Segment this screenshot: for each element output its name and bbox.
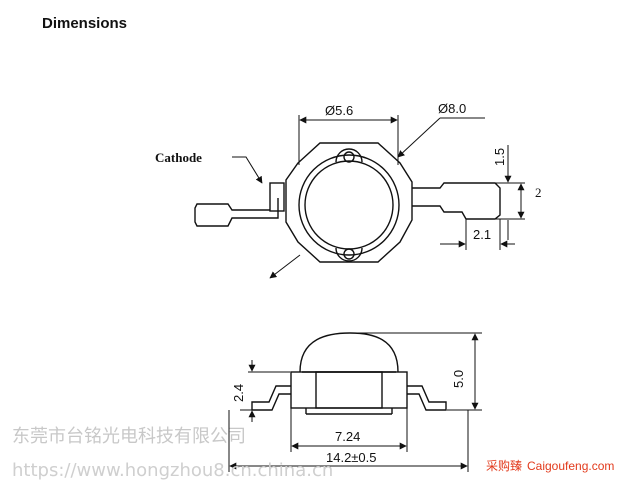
- bottom-notch: [335, 247, 363, 262]
- page-title: Dimensions: [42, 15, 128, 32]
- side-left-lead: [251, 385, 291, 411]
- dome: [299, 332, 399, 373]
- body-outline: [285, 142, 413, 263]
- total-height-label: 5.0: [451, 370, 466, 388]
- total-width-label: 14.2±0.5: [326, 450, 377, 465]
- brand-watermark-cn: 采购臻: [486, 458, 522, 473]
- lead-thickness-label: 1.5: [492, 148, 507, 166]
- top-notch-dot: [343, 151, 355, 163]
- bottom-notch-dot: [343, 248, 355, 260]
- cathode-label: Cathode: [155, 150, 202, 165]
- side-right-lead: [407, 385, 447, 411]
- side-body: [290, 371, 408, 409]
- lens-outer: [298, 154, 400, 256]
- lead-width-label: 2: [535, 185, 542, 200]
- top-view: [194, 142, 501, 263]
- left-lead: [194, 198, 279, 227]
- url-watermark: https://www.hongzhou8.cn.china.cn: [12, 460, 333, 481]
- top-notch: [335, 148, 363, 163]
- lens-inner: [304, 160, 394, 250]
- side-body-inner: [315, 371, 383, 409]
- side-dimensions: [228, 332, 482, 472]
- cathode-tab: [269, 182, 285, 212]
- body-height-label: 2.4: [231, 384, 246, 402]
- lens-diameter-label: Ø5.6: [325, 103, 353, 118]
- right-lead: [412, 182, 501, 220]
- top-dimensions: [232, 115, 525, 279]
- side-view: [251, 332, 447, 415]
- body-width-label: 7.24: [335, 429, 360, 444]
- company-watermark: 东莞市台铭光电科技有限公司: [12, 426, 246, 447]
- brand-watermark-en: Caigoufeng.com: [527, 459, 614, 473]
- body-diameter-label: Ø8.0: [438, 101, 466, 116]
- lead-length-label: 2.1: [473, 227, 491, 242]
